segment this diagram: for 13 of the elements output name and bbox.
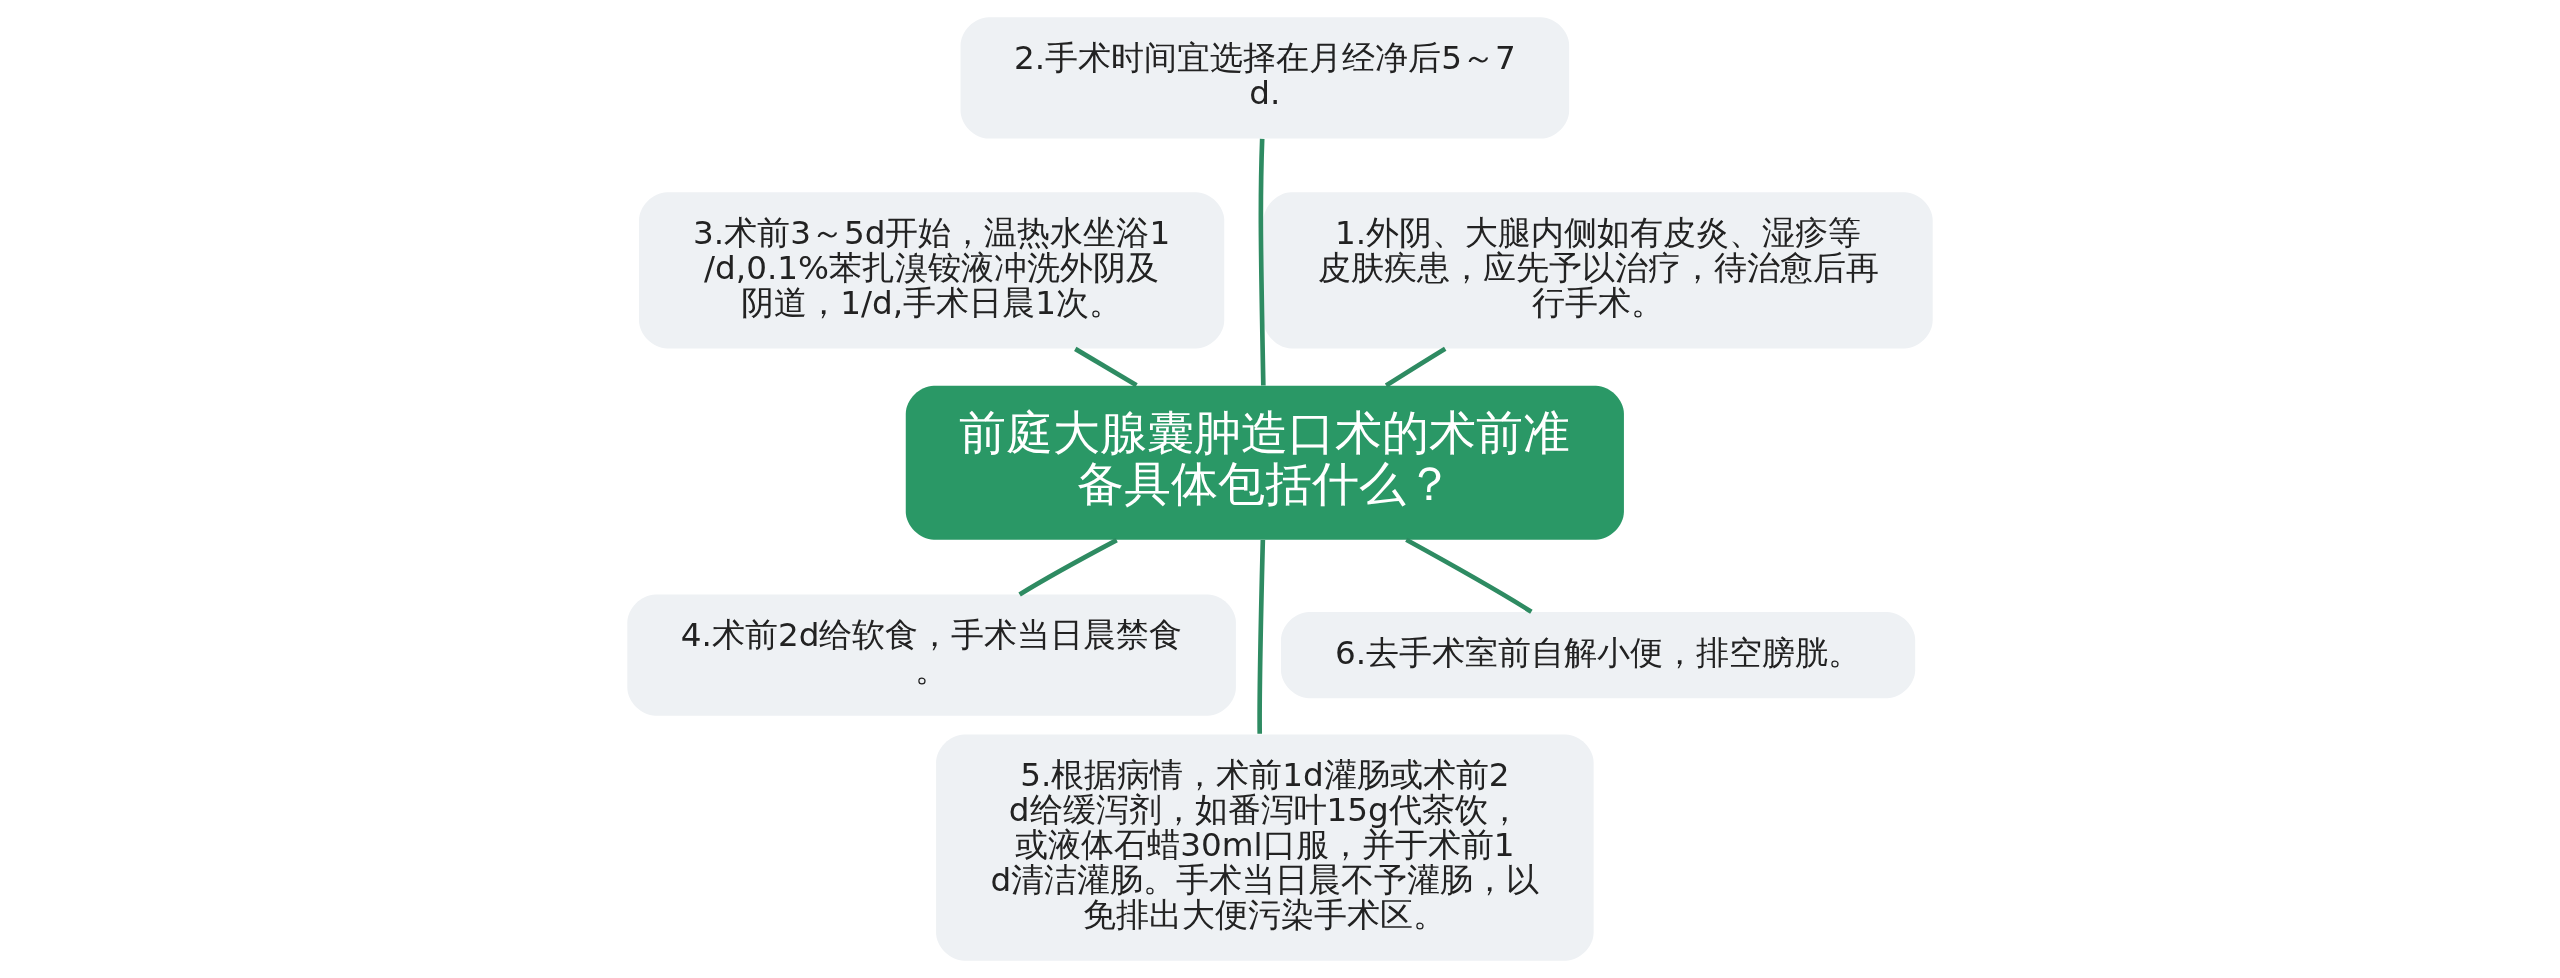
connector	[1257, 539, 1266, 734]
node-box: 前庭大腺囊肿造口术的术前准备具体包括什么？	[905, 385, 1624, 540]
connector	[1074, 346, 1138, 388]
node-box: 5.根据病情，术前1d灌肠或术前2d给缓泻剂，如番泻叶15g代茶饮，或液体石蜡30ml口服，并于术前1d清洁灌肠。手术当日晨不予灌肠，以免排出大便污染手术区。	[936, 734, 1594, 961]
node-box: 1.外阴、大腿内侧如有皮炎、湿疹等皮肤疾患，应先予以治疗，待治愈后再行手术。	[1263, 192, 1933, 349]
connector	[1405, 537, 1533, 614]
connector	[1384, 346, 1447, 388]
connector	[1258, 138, 1266, 386]
node-box: 6.去手术室前自解小便，排空膀胱。	[1280, 612, 1916, 699]
node-box: 4.术前2d给软食，手术当日晨禁食。	[627, 594, 1236, 716]
connector	[1018, 538, 1118, 597]
node-box: 2.手术时间宜选择在月经净后5～7d.	[960, 17, 1570, 139]
node-box: 3.术前3～5d开始，温热水坐浴1/d,0.1%苯扎溴铵液冲洗外阴及阴道，1/d,手术日晨1次。	[639, 192, 1225, 349]
